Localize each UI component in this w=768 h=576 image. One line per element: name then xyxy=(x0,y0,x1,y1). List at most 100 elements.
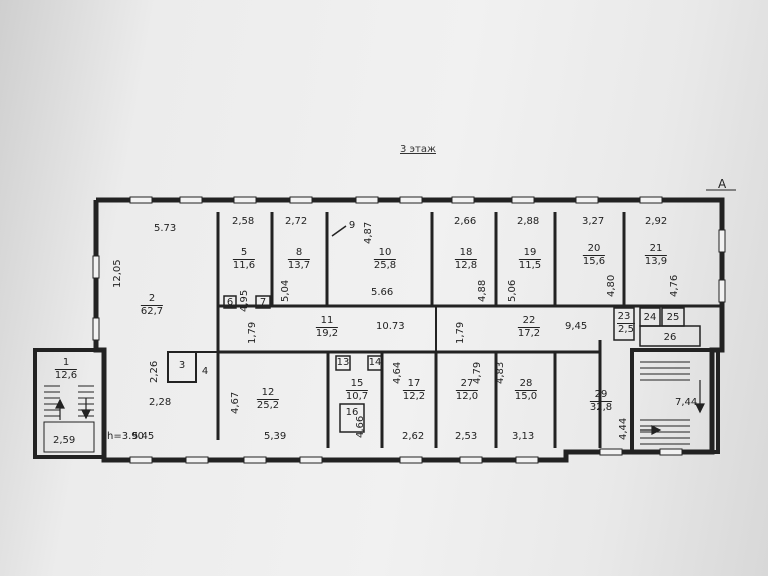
left-stair-block xyxy=(33,348,106,459)
dimension: 2,88 xyxy=(517,216,540,227)
dimension: 4,83 xyxy=(495,361,506,384)
dimension: 4,79 xyxy=(472,361,483,384)
room-6-number: 6 xyxy=(226,297,234,308)
room-28-number: 28 xyxy=(519,378,533,389)
room-23-number: 23 xyxy=(617,311,631,322)
room-13-number: 13 xyxy=(336,357,350,368)
dimension: 4,95 xyxy=(239,289,250,312)
room-20-number: 20 xyxy=(587,243,601,254)
dimension: 4,87 xyxy=(363,221,374,244)
axis-label: A xyxy=(718,177,727,191)
dimension: 3,13 xyxy=(512,431,535,442)
room-17-number: 17 xyxy=(407,378,421,389)
dimension: 2,72 xyxy=(285,216,308,227)
dimension: 2,26 xyxy=(149,360,160,383)
small-room-3 xyxy=(167,351,197,383)
small-room-6 xyxy=(223,295,237,309)
floor-title: 3 этаж xyxy=(400,144,436,155)
dimension: 2,92 xyxy=(645,216,668,227)
dimension: 5.66 xyxy=(371,287,394,298)
room-27-area: 12,0 xyxy=(455,390,479,402)
dimension: 5.45 xyxy=(132,431,155,442)
dimension: 10.73 xyxy=(376,321,405,332)
room-11-number: 11 xyxy=(320,315,334,326)
room-8-number: 8 xyxy=(295,247,303,258)
room-25-number: 25 xyxy=(666,312,680,323)
room-28-area: 15,0 xyxy=(514,390,538,402)
room-4-number: 4 xyxy=(201,366,209,377)
dimension: 5,06 xyxy=(507,279,518,302)
small-room-16 xyxy=(339,403,365,433)
small-room-13 xyxy=(335,355,351,371)
room-22-number: 22 xyxy=(522,315,536,326)
dimension: 2,66 xyxy=(454,216,477,227)
dimension: 4,88 xyxy=(477,279,488,302)
stair-arrows xyxy=(55,380,705,435)
room-19-number: 19 xyxy=(523,247,537,258)
dimension: 5.73 xyxy=(154,223,177,234)
room-2-number: 2 xyxy=(148,293,156,304)
room-1-number: 1 xyxy=(62,357,70,368)
room-26-number: 26 xyxy=(663,332,677,343)
room-16-number: 16 xyxy=(345,407,359,418)
dimension: 2,28 xyxy=(149,397,172,408)
room-20-area: 15,6 xyxy=(582,255,606,267)
stairs-left xyxy=(43,385,95,453)
room-3-number: 3 xyxy=(178,360,186,371)
small-room-26 xyxy=(639,325,701,347)
room-7-number: 7 xyxy=(259,297,267,308)
dimension: 3,27 xyxy=(582,216,605,227)
room-12-area: 25,2 xyxy=(256,399,280,411)
room-21-area: 13,9 xyxy=(644,255,668,267)
room-29-area: 32,8 xyxy=(589,401,613,413)
dimension: 1,79 xyxy=(455,321,466,344)
height-note: h=3.90 xyxy=(107,431,144,442)
room-10-number: 10 xyxy=(378,247,392,258)
room-10-area: 25,8 xyxy=(373,259,397,271)
room-29-number: 29 xyxy=(594,389,608,400)
windows xyxy=(92,196,726,464)
room-18-area: 12,8 xyxy=(454,259,478,271)
room-15-number: 15 xyxy=(350,378,364,389)
room-12-number: 12 xyxy=(261,387,275,398)
dimension: 4,67 xyxy=(230,391,241,414)
room-18-number: 18 xyxy=(459,247,473,258)
room-17-area: 12,2 xyxy=(402,390,426,402)
dimension: 5,04 xyxy=(280,279,291,302)
dimension: 9,45 xyxy=(565,321,588,332)
dimension: 1,79 xyxy=(247,321,258,344)
room-11-area: 19,2 xyxy=(315,327,339,339)
small-room-14 xyxy=(367,355,383,371)
room-15-area: 10,7 xyxy=(345,390,369,402)
room-23-area: 2,5 xyxy=(617,323,635,335)
dimension: 5,39 xyxy=(264,431,287,442)
room-2-area: 62,7 xyxy=(140,305,164,317)
room-24-number: 24 xyxy=(643,312,657,323)
room-21-number: 21 xyxy=(649,243,663,254)
room-8-area: 13,7 xyxy=(287,259,311,271)
dimension: 4,66 xyxy=(355,415,366,438)
dimension: 2,53 xyxy=(455,431,478,442)
dimension: 4,76 xyxy=(669,274,680,297)
room-19-area: 11,5 xyxy=(518,259,542,271)
room-5-number: 5 xyxy=(240,247,248,258)
door-swing xyxy=(331,225,347,237)
dimension: 2,58 xyxy=(232,216,255,227)
room-9-number: 9 xyxy=(348,220,356,231)
dimension: 2,59 xyxy=(53,435,76,446)
room-14-number: 14 xyxy=(368,357,382,368)
small-room-7 xyxy=(255,295,271,309)
room-27-number: 27 xyxy=(460,378,474,389)
dimension: 4,80 xyxy=(606,274,617,297)
small-room-23 xyxy=(613,307,635,341)
stairs-right xyxy=(640,361,690,445)
room-1-area: 12,6 xyxy=(54,369,78,381)
room-22-area: 17,2 xyxy=(517,327,541,339)
dimension: 7,44 xyxy=(675,397,698,408)
dimension: 12,05 xyxy=(112,259,123,288)
dimension: 4,44 xyxy=(618,417,629,440)
dimension: 2,62 xyxy=(402,431,425,442)
room-5-area: 11,6 xyxy=(232,259,256,271)
